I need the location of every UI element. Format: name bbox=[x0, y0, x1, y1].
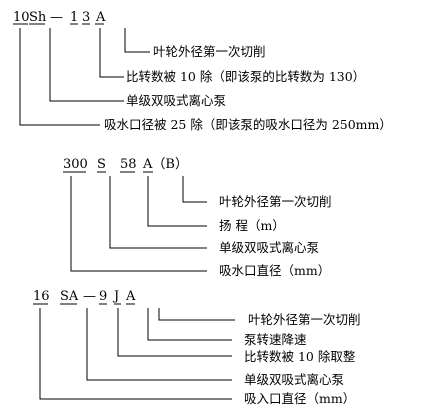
d3-label-speed-reduction: 泵转速降速 bbox=[244, 332, 307, 347]
d1-code-n2: 3 bbox=[82, 10, 90, 25]
d3-code-suffix: A bbox=[125, 289, 136, 304]
d2-code-size: 300 bbox=[63, 157, 88, 172]
d1-label-specific-speed: 比转数被 10 除（即该泵的比转数为 130） bbox=[126, 69, 365, 84]
d3-code-dash: — bbox=[83, 289, 96, 304]
d2-leader-3 bbox=[109, 176, 207, 249]
d1-code-suffix: A bbox=[95, 10, 106, 25]
d1-leader-3 bbox=[49, 28, 124, 102]
d2-code-type: S bbox=[97, 157, 106, 172]
diagram-2: 300 S 58 A（B） 叶轮外径第一次切削 扬 程（m） 单级双吸式离心泵 … bbox=[63, 157, 332, 278]
d3-leader-4 bbox=[86, 308, 232, 381]
d2-leader-1 bbox=[182, 176, 207, 203]
d3-label-pump-type: 单级双吸式离心泵 bbox=[244, 372, 344, 387]
d3-leader-5 bbox=[39, 308, 232, 400]
d1-leader-2 bbox=[99, 28, 124, 78]
diagram-3: 16 SA — 9 J A 叶轮外径第一次切削 泵转速降速 比转数被 10 除取… bbox=[33, 289, 361, 406]
d1-code-type: Sh bbox=[29, 10, 47, 25]
d3-leader-3 bbox=[117, 308, 232, 357]
d2-label-head: 扬 程（m） bbox=[219, 218, 285, 233]
d1-code-dash: — bbox=[50, 10, 63, 25]
d1-leader-4 bbox=[19, 28, 100, 126]
d3-label-impeller-cut: 叶轮外径第一次切削 bbox=[248, 312, 361, 327]
d1-code-size: 10 bbox=[13, 10, 30, 25]
d2-leader-2 bbox=[147, 176, 207, 227]
d3-code-j: J bbox=[112, 289, 119, 304]
d2-code-suffix: A（B） bbox=[142, 157, 188, 172]
d3-code-speed: 9 bbox=[99, 289, 107, 304]
d1-code-n1: 1 bbox=[70, 10, 78, 25]
d3-code-size: 16 bbox=[33, 289, 50, 304]
d3-leader-2 bbox=[147, 308, 232, 341]
diagram-1: 10 Sh — 1 3 A 叶轮外径第一次切削 比转数被 10 除（即该泵的比转… bbox=[13, 10, 392, 132]
d2-leader-4 bbox=[70, 176, 207, 272]
d3-label-suction-diameter: 吸入口直径（mm） bbox=[244, 391, 355, 406]
d3-leader-1 bbox=[158, 308, 235, 321]
d2-label-impeller-cut: 叶轮外径第一次切削 bbox=[219, 194, 332, 209]
d2-label-pump-type: 单级双吸式离心泵 bbox=[219, 240, 319, 255]
d3-code-type: SA bbox=[60, 289, 79, 304]
d3-label-specific-speed: 比转数被 10 除取整 bbox=[244, 349, 356, 364]
d2-code-head: 58 bbox=[120, 157, 137, 172]
d1-label-suction-size: 吸水口径被 25 除（即该泵的吸水口径为 250mm） bbox=[104, 117, 392, 132]
d1-leader-1 bbox=[124, 28, 150, 53]
d2-label-suction-diameter: 吸水口直径（mm） bbox=[219, 263, 330, 278]
d1-label-impeller-cut: 叶轮外径第一次切削 bbox=[153, 44, 266, 59]
d1-label-pump-type: 单级双吸式离心泵 bbox=[126, 93, 226, 108]
